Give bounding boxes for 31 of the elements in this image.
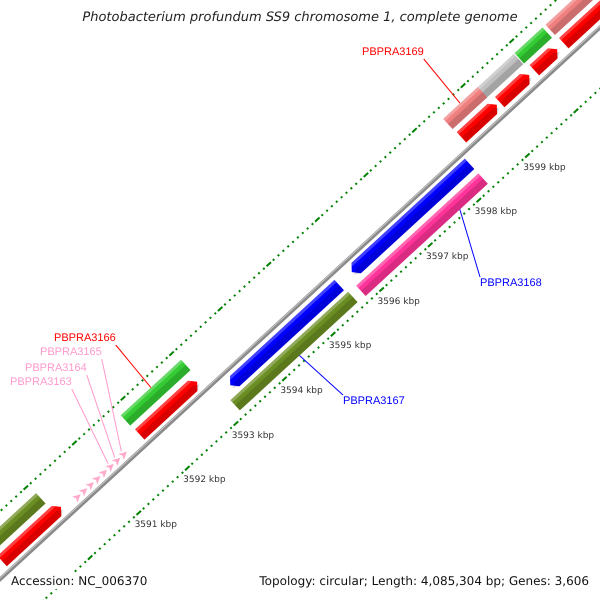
scale-label: 3597 kbp <box>426 252 468 263</box>
gene-marker <box>112 458 120 466</box>
gene-bar <box>120 360 191 426</box>
genome-info-text: Topology: circular; Length: 4,085,304 bp; Genes: 3,606 <box>258 573 590 589</box>
leader-line <box>423 58 461 104</box>
gene-label: PBPRA3167 <box>343 395 405 408</box>
gene-label: PBPRA3169 <box>362 46 424 59</box>
leader-line <box>101 358 122 452</box>
scale-label: 3593 kbp <box>232 430 274 442</box>
scale-label: 3595 kbp <box>328 341 372 352</box>
scale-label: 3591 kbp <box>134 520 177 532</box>
gene-marker <box>105 464 114 472</box>
scale-label: 3596 kbp <box>377 296 420 308</box>
scale-label: 3592 kbp <box>183 475 226 486</box>
scale-label: 3594 kbp <box>280 386 323 397</box>
leader-line <box>459 208 480 278</box>
gene-label: PBPRA3166 <box>54 332 116 345</box>
gene-label: PBPRA3165 <box>40 346 102 359</box>
gene-label: PBPRA3163 <box>10 376 72 389</box>
gene-label: PBPRA3168 <box>480 277 542 290</box>
scale-label: 3599 kbp <box>523 162 566 174</box>
gene-bar <box>443 87 488 130</box>
gene-label: PBPRA3164 <box>25 362 87 375</box>
scale-label: 3598 kbp <box>474 207 518 218</box>
accession-text: Accession: NC_006370 <box>10 573 148 589</box>
leader-line <box>298 355 344 396</box>
map-title: Photobacterium profundum SS9 chromosome 1, complete genome <box>81 9 519 27</box>
leader-line <box>115 344 152 388</box>
leader-line <box>71 388 109 464</box>
leader-line <box>86 374 116 458</box>
gene-marker <box>118 452 127 460</box>
